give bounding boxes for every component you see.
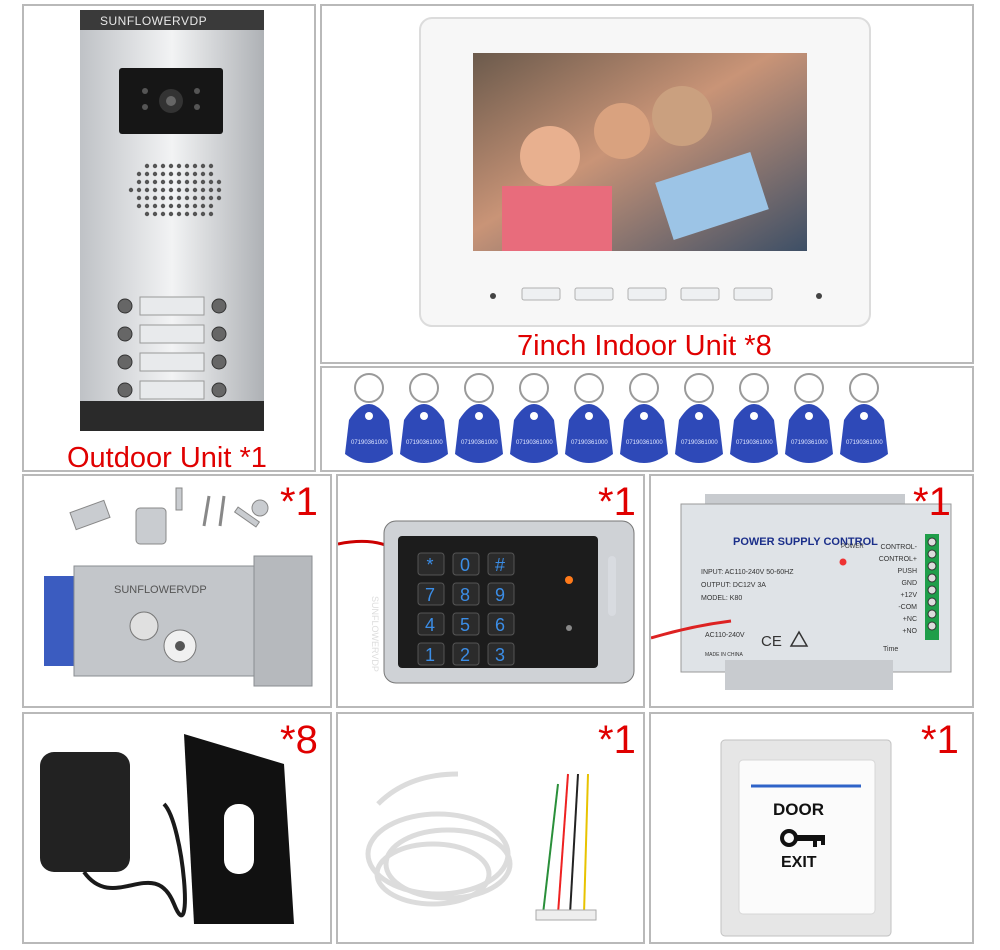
keypad-key: 8: [452, 582, 480, 606]
svg-text:07190361000: 07190361000: [681, 440, 718, 446]
psu-spec-line: MODEL: K80: [701, 595, 743, 602]
svg-text:07190361000: 07190361000: [351, 440, 388, 446]
svg-text:07190361000: 07190361000: [846, 440, 883, 446]
psu-ac-label: AC110-240V: [705, 632, 745, 639]
svg-text:07190361000: 07190361000: [516, 440, 553, 446]
adapter-panel: *8: [22, 712, 332, 944]
power-supply-image: CE: [651, 494, 952, 690]
indoor-button-monitor: [627, 287, 667, 301]
svg-text:07190361000: 07190361000: [406, 440, 443, 446]
svg-text:4: 4: [425, 615, 435, 635]
keypad-key: 9: [487, 582, 515, 606]
psu-time-label: Time: [883, 646, 899, 653]
keypad-key: *: [417, 552, 445, 576]
psu-terminal-label: CONTROL-: [880, 544, 917, 551]
keypad-key: 1: [417, 642, 445, 666]
svg-text:07190361000: 07190361000: [791, 440, 828, 446]
lock-qty: *1: [280, 480, 318, 524]
psu-title: POWER SUPPLY CONTROL: [733, 536, 878, 548]
keypad-key: 6: [487, 612, 515, 636]
keypad-key: 4: [417, 612, 445, 636]
svg-text:1: 1: [425, 645, 435, 665]
power-supply-panel: CE POWER SUPPLY CONTROL POWER INPUT: AC1…: [649, 474, 974, 708]
indoor-monitor-image: [419, 17, 871, 327]
indoor-unit-panel: 7inch Indoor Unit *8: [320, 4, 974, 364]
svg-text:07190361000: 07190361000: [626, 440, 663, 446]
rfid-tag: 07190361000: [785, 373, 833, 463]
rfid-tag: 07190361000: [730, 373, 778, 463]
svg-text:3: 3: [495, 645, 505, 665]
svg-text:CE: CE: [761, 633, 782, 650]
adapter-qty: *8: [280, 718, 318, 762]
svg-text:9: 9: [495, 585, 505, 605]
svg-text:7: 7: [425, 585, 435, 605]
psu-made-label: MADE IN CHINA: [705, 652, 743, 658]
svg-text:6: 6: [495, 615, 505, 635]
cable-qty: *1: [598, 718, 636, 762]
keypad-panel: * 7 4 1 0 8 5 2 #9 6 3 SUNFLOWERVDP *1: [336, 474, 645, 708]
lock-brand: SUNFLOWERVDP: [114, 584, 207, 596]
exit-button-image: [720, 739, 892, 937]
rfid-tag: 07190361000: [510, 373, 558, 463]
indoor-button-talk: [521, 287, 561, 301]
svg-text:*: *: [426, 555, 433, 575]
rfid-tags-image: 07190361000 07190361000 07190361000 0719036…: [345, 373, 888, 463]
svg-text:07190361000: 07190361000: [461, 440, 498, 446]
rfid-tag: 07190361000: [345, 373, 393, 463]
psu-specs: INPUT: AC110-240V 50-60HZ OUTPUT: DC12V 3…: [701, 566, 793, 605]
outdoor-brand: SUNFLOWERVDP: [100, 14, 208, 28]
rfid-tag: 07190361000: [620, 373, 668, 463]
keypad-image: * 7 4 1 0 8 5 2 #9 6 3: [338, 520, 635, 684]
rfid-tags-panel: 07190361000 07190361000 07190361000 0719036…: [320, 366, 974, 472]
exit-qty: *1: [921, 718, 959, 762]
psu-terminal-label: +12V: [900, 592, 917, 599]
psu-power-label: POWER: [841, 544, 864, 550]
psu-spec-line: INPUT: AC110-240V 50-60HZ: [701, 569, 794, 576]
psu-qty: *1: [913, 480, 951, 524]
keypad-key: #: [487, 552, 515, 576]
svg-text:0: 0: [460, 555, 470, 575]
keypad-qty: *1: [598, 480, 636, 524]
rfid-tag: 07190361000: [565, 373, 613, 463]
electric-lock-panel: SUNFLOWERVDP *1: [22, 474, 332, 708]
psu-terminal-label: +NO: [902, 628, 917, 635]
adapter-bracket-image: [40, 734, 294, 924]
indoor-button-ring: [574, 287, 614, 301]
cable-panel: *1: [336, 712, 645, 944]
psu-terminal-label: PUSH: [897, 568, 917, 575]
svg-text:8: 8: [460, 585, 470, 605]
exit-door-label: DOOR: [773, 800, 824, 819]
rfid-tag: 07190361000: [455, 373, 503, 463]
keypad-key: 3: [487, 642, 515, 666]
psu-terminal-label: +NC: [902, 616, 917, 623]
psu-terminal-label: GND: [901, 580, 917, 587]
indoor-button-unlock: [680, 287, 720, 301]
keypad-brand: SUNFLOWERVDP: [370, 596, 380, 672]
cable-image: [365, 771, 597, 921]
psu-terminal-label: -COM: [898, 604, 917, 611]
indoor-caption: 7inch Indoor Unit *8: [517, 330, 772, 362]
keypad-key: 7: [417, 582, 445, 606]
svg-text:2: 2: [460, 645, 470, 665]
exit-exit-label: EXIT: [781, 854, 817, 871]
svg-text:07190361000: 07190361000: [736, 440, 773, 446]
electric-lock-image: [44, 487, 313, 687]
rfid-tag: 07190361000: [400, 373, 448, 463]
keypad-key: 5: [452, 612, 480, 636]
psu-spec-line: OUTPUT: DC12V 3A: [701, 582, 766, 589]
exit-button-panel: DOOR EXIT *1: [649, 712, 974, 944]
svg-text:07190361000: 07190361000: [571, 440, 608, 446]
psu-terminal-labels: CONTROL- CONTROL+ PUSH GND +12V -COM +NC +NO: [877, 542, 917, 638]
rfid-tag: 07190361000: [840, 373, 888, 463]
outdoor-caption: Outdoor Unit *1: [67, 442, 267, 472]
outdoor-unit-panel: SUNFLOWERVDP Outdoor Unit *1: [22, 4, 316, 472]
svg-text:#: #: [495, 555, 505, 575]
outdoor-unit-image: [80, 10, 264, 431]
keypad-key: 2: [452, 642, 480, 666]
keypad-key: 0: [452, 552, 480, 576]
psu-terminal-label: CONTROL+: [878, 556, 917, 563]
svg-text:5: 5: [460, 615, 470, 635]
rfid-tag: 07190361000: [675, 373, 723, 463]
indoor-button-hangup: [733, 287, 773, 301]
